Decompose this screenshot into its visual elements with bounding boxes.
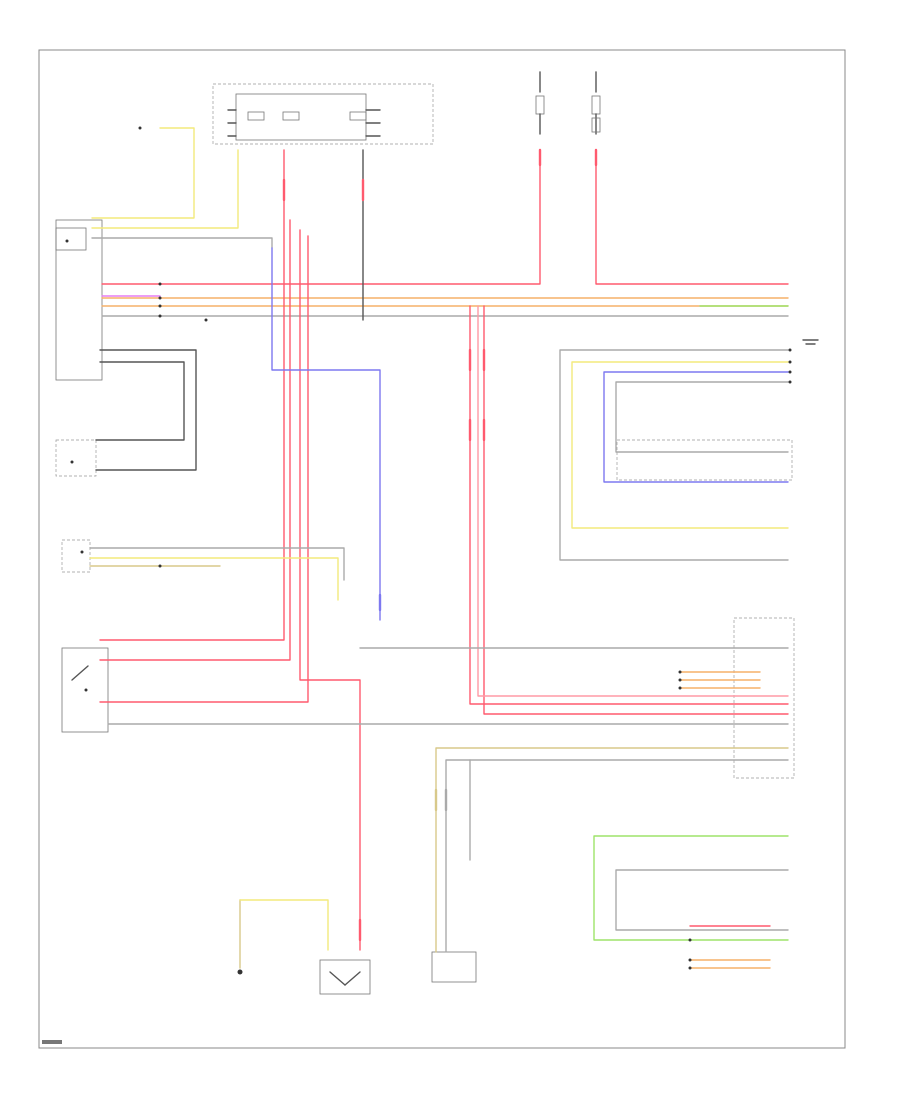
fuse-box-right-2 [591, 71, 601, 135]
wire-blue-left [271, 247, 381, 621]
wire-yellow-right-loop [571, 361, 789, 529]
left-seat-switch [61, 539, 91, 573]
wire-yellow-seat [89, 557, 339, 601]
fuse-box-top [212, 83, 434, 145]
fuse-box-right-1 [535, 71, 545, 135]
wire-dark-left-loop [95, 349, 197, 471]
wire-gray-right-inner [615, 381, 789, 453]
left-switch-module [55, 439, 97, 477]
wire-green-right-1 [593, 835, 789, 941]
right-upper-box [616, 439, 793, 481]
wire-red-v1 [99, 149, 285, 641]
wire-gray-right-loop [559, 349, 789, 561]
right-edge-pins [678, 348, 792, 970]
diagram-frame [38, 49, 846, 1049]
wire-gray-right-2 [615, 869, 789, 931]
wire-red-bus-2 [595, 149, 789, 285]
wire-red-bus-1 [101, 149, 541, 285]
wire-tan-center [435, 747, 789, 953]
right-mid-box [733, 617, 795, 779]
wire-dark-left-loop-2 [95, 361, 185, 441]
bottom-module-center [431, 951, 477, 983]
wire-yellow-fuse [91, 149, 239, 229]
wire-red-v4 [99, 235, 309, 703]
wire-yellow-top [91, 127, 195, 219]
wire-gray-center [445, 759, 789, 953]
footer-mark [42, 1040, 62, 1044]
wire-gray-seat [89, 547, 345, 581]
wire-red-v2 [99, 219, 291, 661]
wire-red-v3 [299, 229, 361, 951]
wire-red-center-2 [483, 305, 789, 715]
wire-blue-right-loop [603, 371, 789, 483]
right-ground-symbol [802, 339, 819, 345]
wire-yellow-bottom [239, 899, 329, 951]
bottom-sensor-left [237, 899, 243, 975]
left-upper-module [55, 219, 103, 381]
wire-red-center-1 [469, 305, 789, 705]
bottom-motor-component [319, 959, 371, 995]
left-edge-pins [138, 126, 208, 568]
wire-red-center-3 [477, 305, 789, 697]
left-power-seat-module [61, 647, 109, 733]
wire-gray-top [91, 237, 273, 249]
